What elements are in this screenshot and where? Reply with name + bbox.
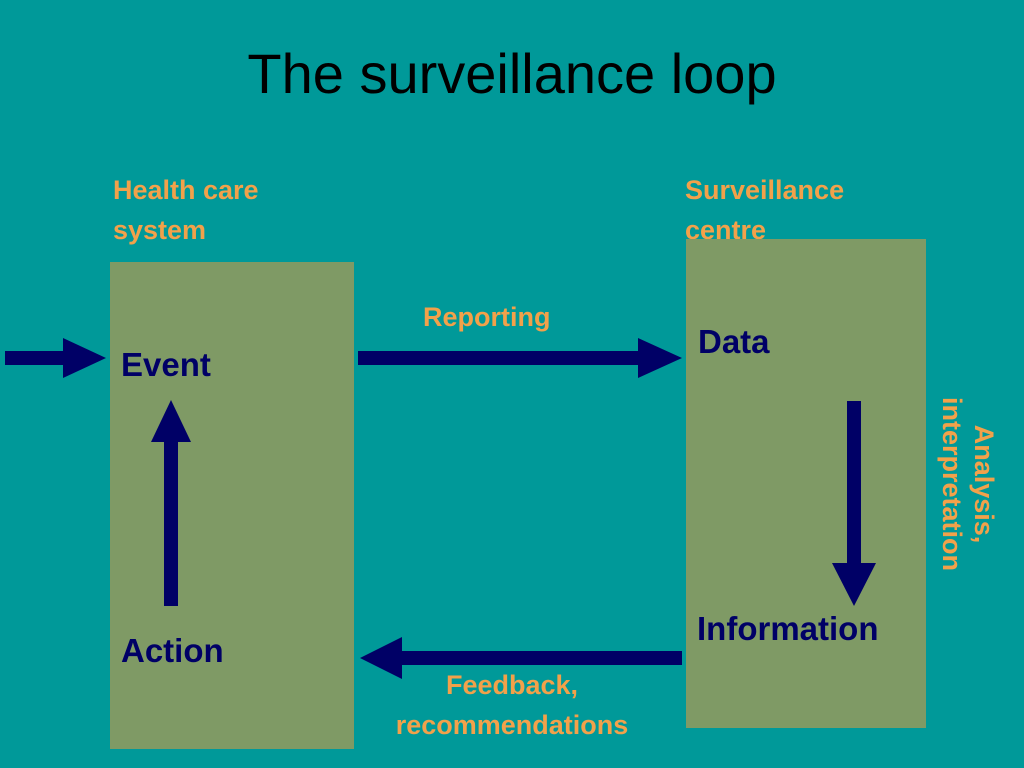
data-to-information-arrow — [832, 401, 876, 606]
reporting-label: Reporting — [423, 302, 551, 332]
data-label: Data — [698, 323, 770, 360]
feedback-arrow — [360, 637, 682, 679]
health-care-system-label-line1: Health care — [113, 175, 259, 205]
information-label: Information — [697, 610, 879, 647]
health-care-system-label-line2: system — [113, 215, 207, 245]
reporting-arrow — [358, 338, 682, 378]
analysis-label-line1: Analysis, — [969, 424, 999, 544]
health-care-system-label: Health care system — [113, 170, 259, 250]
action-to-event-arrow — [151, 400, 191, 606]
incoming-event-arrow — [5, 338, 106, 378]
health-care-system-box — [110, 262, 354, 749]
analysis-label-line2: interpretation — [937, 396, 967, 572]
action-label: Action — [121, 632, 224, 669]
surveillance-centre-label-line1: Surveillance — [685, 175, 845, 205]
feedback-label-line1: Feedback, — [445, 670, 579, 700]
event-label: Event — [121, 346, 211, 383]
surveillance-centre-box — [686, 239, 926, 728]
feedback-label-line2: recommendations — [395, 710, 629, 740]
analysis-interpretation-label: Analysis, interpretation — [936, 397, 1000, 571]
feedback-label: Feedback, recommendations — [360, 665, 664, 745]
slide-title: The surveillance loop — [247, 42, 777, 105]
